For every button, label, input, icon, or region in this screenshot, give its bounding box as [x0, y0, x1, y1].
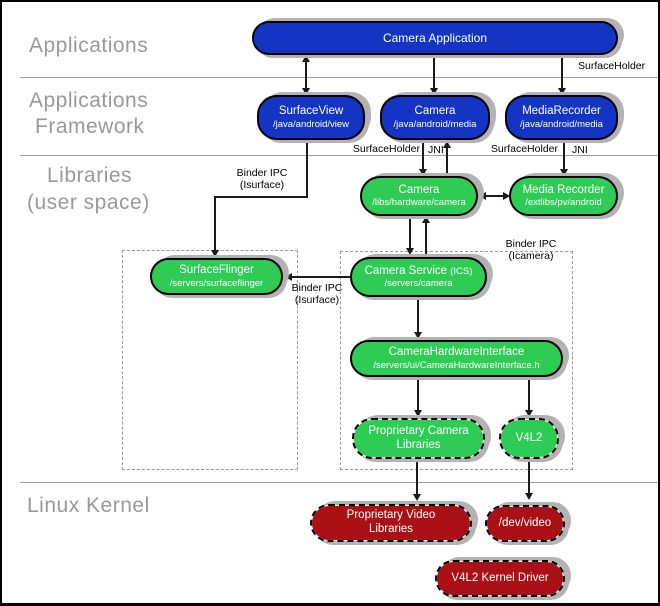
arrow-app-camera-head	[430, 88, 438, 95]
node-surfaceview-path: /java/android/view	[272, 118, 350, 130]
arrow-camerafw-cameralib-head	[419, 169, 427, 176]
node-v4l2-title: V4L2	[515, 431, 543, 444]
node-mediarecorder-lib-path: /extlibs/pv/android	[525, 197, 602, 209]
label-binder-ipc-isurface-mid-line1: Binder IPC	[291, 282, 343, 294]
node-camera-service-title-suffix: (ICS)	[450, 265, 473, 277]
node-camera-lib: Camera /libs/hardware/camera	[360, 176, 478, 216]
label-binder-ipc-icamera-line1: Binder IPC	[505, 238, 557, 250]
layer-label-kernel: Linux Kernel	[27, 494, 150, 517]
label-surfaceholder-camera: SurfaceHolder	[352, 143, 420, 155]
label-binder-ipc-icamera-line2: (Icamera)	[508, 250, 554, 262]
node-camera-framework-title: Camera	[414, 105, 456, 118]
node-camera-service: Camera Service (ICS) /servers/camera	[350, 257, 487, 297]
arrow-chi-v4l2-line	[528, 379, 530, 410]
node-camera-service-title: Camera Service (ICS)	[365, 265, 473, 279]
node-proprietary-video-libraries-title: Proprietary Video Libraries	[346, 509, 436, 535]
node-mediarecorder-framework-title: MediaRecorder	[522, 105, 601, 118]
arrow-cameraservice-surfaceflinger-line	[292, 276, 350, 278]
arrow-chi-v4l2-head	[525, 410, 533, 417]
arrow-propcamlib-propvideolib-head	[413, 494, 421, 501]
node-proprietary-camera-libraries: Proprietary Camera Libraries	[352, 418, 485, 459]
node-surfaceflinger-path: /servers/surfaceflinger	[169, 277, 264, 289]
arrow-app-surfaceview-head-up	[302, 55, 310, 62]
label-binder-ipc-isurface-mid: Binder IPC (Isurface)	[285, 282, 349, 306]
arrow-surfaceview-surfaceflinger-seg1	[306, 142, 308, 198]
node-mediarecorder-lib: Media Recorder /extlibs/pv/android	[509, 176, 618, 216]
layer-label-libraries-line2: (user space)	[27, 191, 150, 214]
label-surfaceholder-media: SurfaceHolder	[490, 143, 558, 155]
arrow-app-mediarecorder-line	[561, 57, 563, 89]
label-jni-camera: JNI	[428, 144, 444, 156]
layer-label-libraries-line1: Libraries	[47, 164, 133, 187]
node-surfaceview: SurfaceView /java/android/view	[257, 95, 365, 140]
label-binder-ipc-isurface-top-line2: (Isurface)	[239, 179, 285, 191]
layer-label-applications: Applications	[29, 34, 149, 57]
node-camera-hardware-interface-path: /servers/ui/CameraHardwareInterface.h	[373, 359, 540, 371]
node-proprietary-video-libraries: Proprietary Video Libraries	[310, 504, 472, 542]
separator-libraries-kernel	[20, 482, 658, 483]
arrow-mediarecorderfw-lib-line	[563, 142, 565, 170]
node-mediarecorder-framework: MediaRecorder /java/android/media	[505, 95, 618, 140]
node-mediarecorder-lib-title: Media Recorder	[522, 183, 605, 196]
arrow-cameraservice-chi-line	[417, 299, 419, 332]
node-camera-hardware-interface: CameraHardwareInterface /servers/ui/Came…	[350, 340, 563, 377]
label-binder-ipc-isurface-top-line1: Binder IPC	[236, 167, 288, 179]
arrow-cameralib-camerafw-head	[443, 141, 451, 148]
arrow-cameraservice-chi-head	[414, 332, 422, 339]
node-proprietary-camera-libraries-title: Proprietary Camera Libraries	[368, 424, 469, 451]
surfaceflinger-process-dashed-box	[122, 250, 298, 470]
label-binder-ipc-isurface-mid-line2: (Isurface)	[294, 294, 340, 306]
node-dev-video: /dev/video	[485, 505, 565, 542]
arrow-surfaceview-surfaceflinger-seg3	[214, 196, 216, 250]
node-surfaceview-title: SurfaceView	[278, 105, 344, 118]
layer-label-framework-line2: Framework	[35, 115, 145, 138]
arrow-mediarecorderfw-lib-head	[560, 169, 568, 176]
arrow-v4l2-devvideo-head	[525, 493, 533, 500]
node-camera-application: Camera Application	[252, 21, 618, 55]
arrow-cameralib-cameraservice-head	[406, 248, 414, 255]
arrow-chi-propcamlib-head	[414, 410, 422, 417]
node-mediarecorder-framework-path: /java/android/media	[520, 118, 603, 130]
arrow-cameraservice-surfaceflinger-head	[285, 273, 292, 281]
node-camera-lib-path: /libs/hardware/camera	[372, 197, 466, 209]
arrow-propcamlib-propvideolib-line	[416, 461, 418, 494]
node-camera-lib-title: Camera	[398, 183, 440, 196]
node-camera-hardware-interface-title: CameraHardwareInterface	[388, 346, 525, 359]
label-surfaceholder-top: SurfaceHolder	[578, 60, 646, 72]
arrow-chi-propcamlib-line	[417, 379, 419, 410]
arrow-cameralib-cameraservice-line	[409, 217, 411, 249]
arrow-cameralib-camerafw-line	[446, 148, 448, 176]
node-camera-framework: Camera /java/android/media	[380, 95, 490, 140]
arrow-cameralib-mediarecorderlib-line	[485, 195, 505, 197]
node-camera-framework-path: /java/android/media	[393, 118, 477, 130]
arrow-app-mediarecorder-head	[558, 88, 566, 95]
label-jni-media: JNI	[572, 144, 588, 156]
arrow-app-camera-line	[433, 57, 435, 89]
node-camera-service-title-text: Camera Service	[364, 264, 448, 277]
node-v4l2-kernel-driver: V4L2 Kernel Driver	[435, 560, 565, 597]
arrow-app-surfaceview-line	[305, 60, 307, 90]
arrow-cameralib-mediarecorderlib-head-left	[479, 192, 486, 200]
camera-service-process-dashed-box	[340, 251, 573, 470]
arrow-camerafw-cameralib-line	[422, 142, 424, 170]
node-camera-service-path: /servers/camera	[384, 278, 453, 290]
node-surfaceflinger: SurfaceFlinger /servers/surfaceflinger	[150, 258, 283, 295]
node-surfaceflinger-title: SurfaceFlinger	[179, 264, 254, 277]
node-camera-application-title: Camera Application	[382, 30, 488, 45]
label-binder-ipc-icamera: Binder IPC (Icamera)	[496, 238, 566, 262]
arrow-surfaceview-surfaceflinger-head	[211, 250, 219, 257]
node-dev-video-title: /dev/video	[498, 516, 552, 529]
arrow-surfaceview-surfaceflinger-seg2	[214, 196, 308, 198]
separator-framework-libraries	[20, 155, 658, 156]
arrow-cameraservice-cameralib-head	[422, 216, 430, 223]
arrow-cameralib-mediarecorderlib-head-right	[503, 192, 510, 200]
arrow-v4l2-devvideo-line	[528, 461, 530, 493]
layer-label-framework-line1: Applications	[29, 89, 149, 112]
arrow-app-surfaceview-head-down	[302, 88, 310, 95]
node-v4l2-kernel-driver-title: V4L2 Kernel Driver	[451, 571, 549, 584]
node-v4l2: V4L2	[499, 418, 559, 459]
separator-applications-framework	[20, 77, 658, 78]
label-binder-ipc-isurface-top: Binder IPC (Isurface)	[224, 167, 300, 191]
arrow-cameraservice-cameralib-line	[425, 223, 427, 257]
